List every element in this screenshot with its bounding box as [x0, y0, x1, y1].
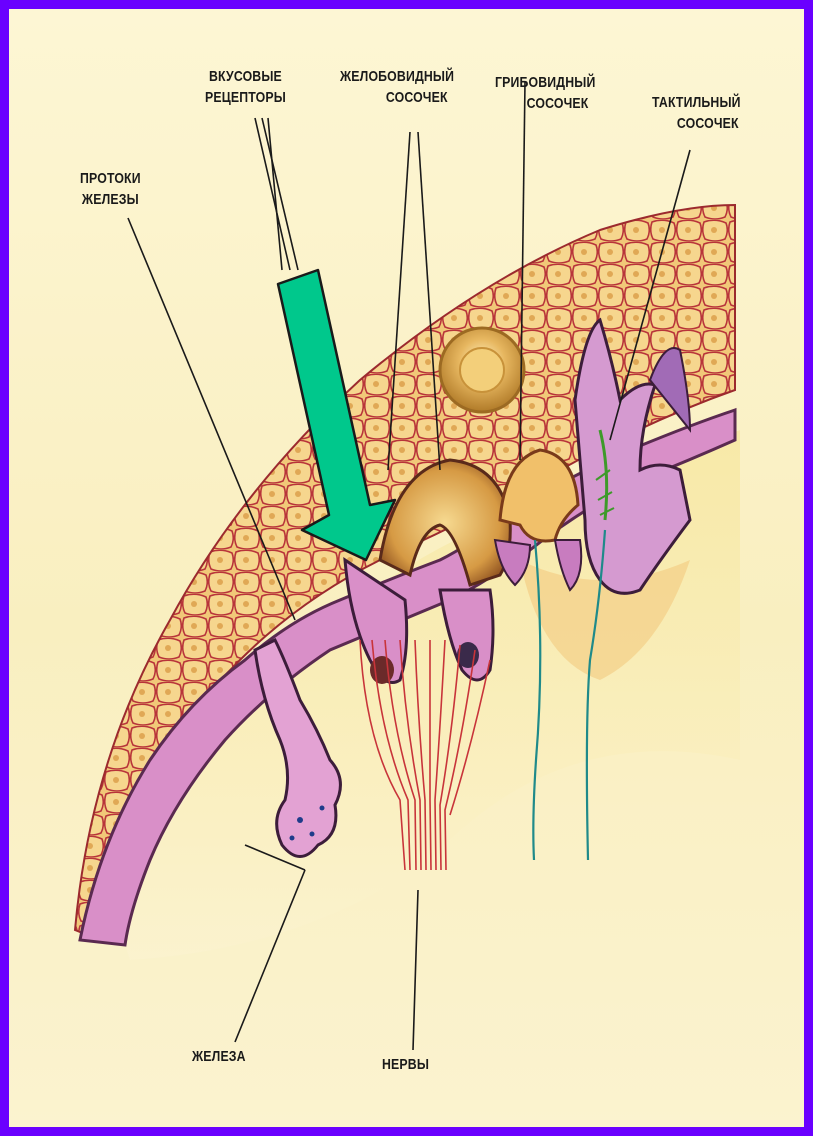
label-gland-ducts: ПРОТОКИ ЖЕЛЕЗЫ — [80, 168, 141, 210]
label-gland: ЖЕЛЕЗА — [192, 1046, 246, 1067]
label-tactile-papilla: ТАКТИЛЬНЫЙ СОСОЧЕК — [652, 92, 741, 134]
label-gustatory-receptors: ВКУСОВЫЕ РЕЦЕПТОРЫ — [205, 66, 286, 108]
label-fungiform-papilla: ГРИБОВИДНЫЙ СОСОЧЕК — [495, 72, 595, 114]
label-nerves: НЕРВЫ — [382, 1054, 429, 1075]
label-vallate-papilla: ЖЕЛОБОВИДНЫЙ СОСОЧЕК — [340, 66, 454, 108]
